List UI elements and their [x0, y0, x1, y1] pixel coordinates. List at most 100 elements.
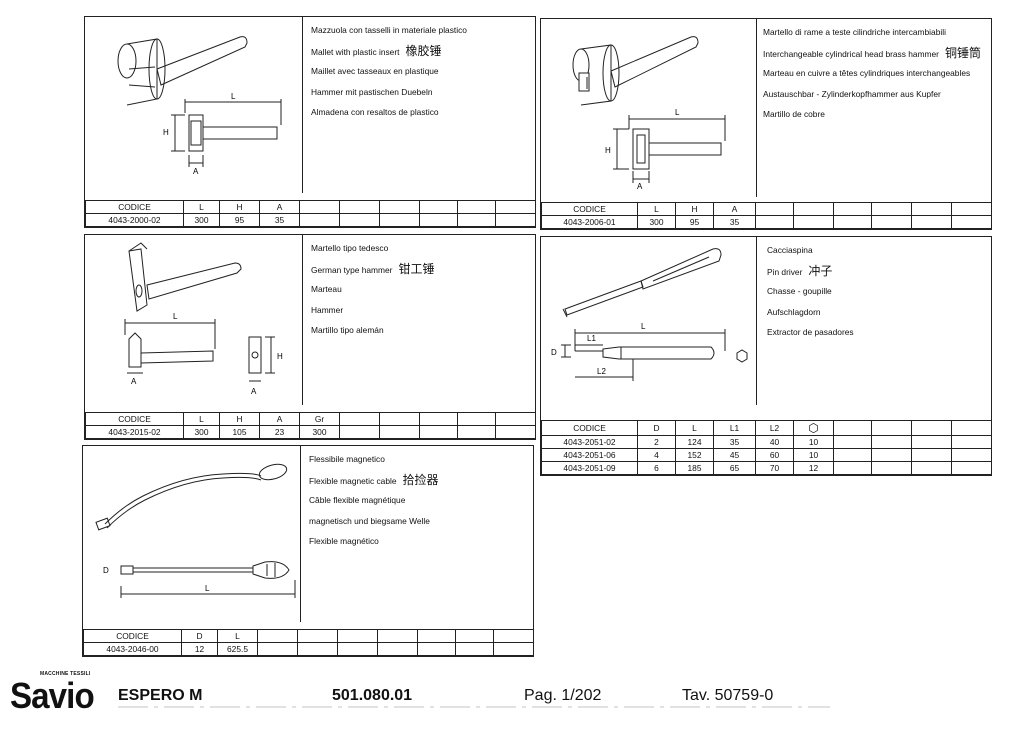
- header-cell: A: [713, 202, 756, 216]
- table-row: 4043-2046-00 12 625.5: [83, 642, 534, 656]
- header-cell: L: [183, 200, 220, 214]
- german-hammer-spec-table: CODICE L H A Gr 4043-2015-02 300 105 23 …: [85, 412, 536, 439]
- flexible-magnetic-description: Flessibile magnetico Flexible magnetic c…: [309, 454, 439, 557]
- desc-it: Martello tipo tedesco: [311, 243, 389, 253]
- cell-value: 124: [675, 435, 714, 449]
- cell-code: 4043-2006-01: [541, 215, 638, 229]
- desc-fr: Maillet avec tasseaux en plastique: [311, 66, 439, 76]
- dim-l2-label: L2: [597, 367, 606, 376]
- desc-en: Pin driver: [767, 266, 803, 277]
- brass-hammer-illustration: L H A: [572, 36, 726, 191]
- header-cell: CODICE: [541, 420, 638, 436]
- cell-code: 4043-2051-06: [541, 448, 638, 462]
- cell-value: 10: [793, 435, 834, 449]
- cell-value: 12: [793, 461, 834, 475]
- desc-en: Interchangeable cylindrical head brass h…: [763, 48, 939, 59]
- table-row: 4043-2051-06 4 152 45 60 10: [541, 448, 992, 462]
- header-cell: CODICE: [85, 412, 184, 426]
- cell-value: 4: [637, 448, 676, 462]
- desc-fr: Câble flexible magnétique: [309, 495, 406, 505]
- dim-h-label: H: [277, 352, 283, 361]
- german-hammer-drawing: L H A A: [85, 235, 303, 405]
- cell-code: 4043-2046-00: [83, 642, 182, 656]
- header-cell: CODICE: [85, 200, 184, 214]
- cell-value: 300: [183, 213, 220, 227]
- pin-driver-illustration: L L1 L2 D: [551, 248, 748, 381]
- cell-code: 4043-2051-09: [541, 461, 638, 475]
- panel-brass-hammer: L H A Martello di rame a teste cilindric…: [540, 18, 992, 230]
- cell-value: 300: [299, 425, 340, 439]
- cell-code: 4043-2000-02: [85, 213, 184, 227]
- pin-driver-spec-table: CODICE D L L1 L2 ⬡ 4043-2051-02 2 124 35…: [541, 420, 992, 475]
- cell-value: 70: [755, 461, 794, 475]
- cell-value: 45: [713, 448, 756, 462]
- header-cell: H: [219, 412, 260, 426]
- desc-cn: 拾捡器: [402, 472, 439, 487]
- header-cell: A: [259, 412, 300, 426]
- desc-it: Cacciaspina: [767, 245, 813, 255]
- cell-value: 60: [755, 448, 794, 462]
- document-code: 501.080.01: [332, 687, 413, 704]
- dim-h-label: H: [163, 128, 169, 137]
- desc-es: Martillo de cobre: [763, 109, 825, 119]
- brass-hammer-spec-table: CODICE L H A 4043-2006-01 300 95 35: [541, 202, 992, 229]
- cell-value: 12: [181, 642, 218, 656]
- desc-es: Flexible magnético: [309, 536, 379, 546]
- brass-hammer-description: Martello di rame a teste cilindriche int…: [763, 27, 981, 130]
- cell-value: 23: [259, 425, 300, 439]
- header-cell: CODICE: [83, 629, 182, 643]
- dim-d-label: D: [103, 566, 109, 575]
- header-cell: L: [675, 420, 714, 436]
- german-hammer-illustration: L H A A: [124, 242, 283, 396]
- desc-cn: 橡胶锤: [405, 43, 442, 58]
- header-cell: Gr: [299, 412, 340, 426]
- desc-cn: 铜锤筒: [944, 45, 981, 60]
- desc-cn: 冲子: [808, 263, 833, 278]
- cell-value: 300: [183, 425, 220, 439]
- dim-d-label: D: [551, 348, 557, 357]
- dim-a-label: A: [131, 377, 137, 386]
- desc-it: Flessibile magnetico: [309, 454, 385, 464]
- cell-value: 40: [755, 435, 794, 449]
- brand-tagline: MACCHINE TESSILI: [40, 671, 91, 677]
- table-row: 4043-2051-02 2 124 35 40 10: [541, 435, 992, 449]
- panel-mallet: L H A Mazzuola con tasselli in materiale…: [84, 16, 536, 228]
- dim-a-label: A: [193, 167, 199, 176]
- table-header-row: CODICE L H A: [541, 202, 992, 216]
- dim-a-label: A: [637, 182, 643, 191]
- cell-value: 95: [675, 215, 714, 229]
- header-cell: L: [637, 202, 676, 216]
- header-cell: L: [217, 629, 258, 643]
- mallet-illustration: L H A: [117, 36, 282, 176]
- header-cell: D: [637, 420, 676, 436]
- desc-en: Flexible magnetic cable: [309, 475, 397, 486]
- dim-l-label: L: [231, 92, 236, 101]
- desc-es: Extractor de pasadores: [767, 327, 854, 337]
- table-number: Tav. 50759-0: [682, 687, 774, 704]
- desc-es: Martillo tipo alemán: [311, 325, 384, 335]
- desc-en: Mallet with plastic insert: [311, 46, 400, 57]
- desc-fr: Marteau: [311, 284, 342, 294]
- desc-de: Aufschlagdorn: [767, 306, 821, 317]
- desc-fr: Marteau en cuivre a têtes cylindriques i…: [763, 68, 971, 78]
- cell-value: 6: [637, 461, 676, 475]
- header-cell: H: [675, 202, 714, 216]
- dim-l1-label: L1: [587, 334, 596, 343]
- desc-de: Hammer: [311, 304, 344, 315]
- panel-flexible-magnetic: D L Flessibile magnetico Flexible magnet…: [82, 445, 534, 657]
- dim-l-label: L: [675, 108, 680, 117]
- dim-a2-label: A: [251, 387, 257, 396]
- brass-hammer-drawing: L H A: [541, 19, 757, 197]
- cell-value: 185: [675, 461, 714, 475]
- cell-value: 300: [637, 215, 676, 229]
- dim-h-label: H: [605, 146, 611, 155]
- table-row: 4043-2006-01 300 95 35: [541, 215, 992, 229]
- cell-value: 35: [713, 215, 756, 229]
- pin-driver-drawing: L L1 L2 D: [541, 237, 757, 405]
- table-header-row: CODICE D L: [83, 629, 534, 643]
- dim-l-label: L: [205, 584, 210, 593]
- german-hammer-description: Martello tipo tedesco German type hammer…: [311, 243, 434, 346]
- desc-de: Austauschbar - Zylinderkopfhammer aus Ku…: [763, 88, 941, 99]
- mallet-drawing: L H A: [85, 17, 303, 193]
- table-header-row: CODICE D L L1 L2 ⬡: [541, 420, 992, 436]
